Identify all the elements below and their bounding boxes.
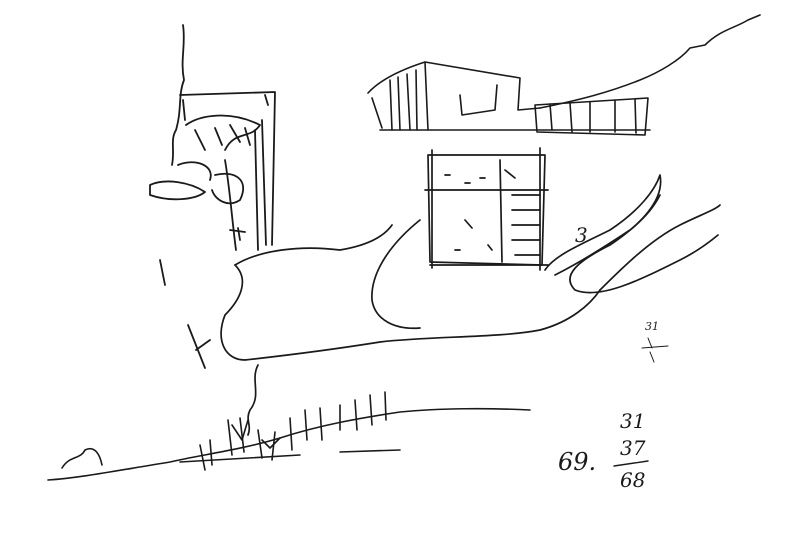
floor-plan: [424, 147, 549, 271]
sum-line: [613, 460, 649, 467]
cliff-outline: [149, 24, 276, 369]
note-sum-result: 68: [620, 468, 645, 492]
note-sum-middle: 37: [620, 436, 646, 460]
note-69: 69.: [558, 448, 596, 476]
handwritten-notes: 31 3 69. 31 37 68: [558, 223, 669, 492]
terrain-contour: [220, 174, 721, 436]
note-small-31: 31: [645, 320, 659, 333]
building-elevation: [367, 14, 761, 136]
ground-section: [47, 391, 531, 481]
note-number-3: 3: [575, 223, 588, 247]
note-small-marks: [641, 337, 669, 363]
note-sum-top: 31: [620, 409, 645, 433]
